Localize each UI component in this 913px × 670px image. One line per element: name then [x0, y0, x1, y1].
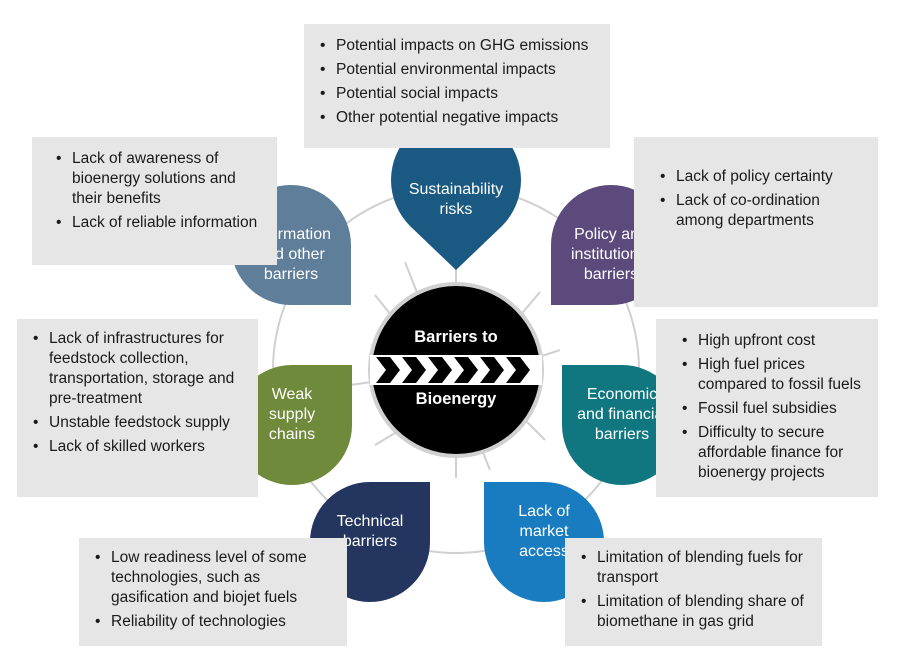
bullet-list: High upfront cost High fuel prices compa…: [678, 331, 872, 483]
box-technical: Low readiness level of some technologies…: [79, 538, 347, 646]
bullet-item: Potential social impacts: [316, 84, 600, 104]
bullet-list: Lack of policy certainty Lack of co-ordi…: [656, 167, 868, 231]
bullet-item: Low readiness level of some technologies…: [91, 548, 339, 608]
petal-label-sustainability: Sustainability risks: [391, 170, 521, 230]
bullet-item: Potential impacts on GHG emissions: [316, 36, 600, 56]
box-information: Lack of awareness of bioenergy solutions…: [32, 137, 277, 265]
petal-sustainability: [391, 115, 521, 271]
bullet-item: Reliability of technologies: [91, 612, 339, 632]
bullet-item: Limitation of blending share of biometha…: [577, 592, 814, 632]
petal-label-text: Lack of market access: [518, 503, 570, 560]
petal-supply: [232, 365, 352, 485]
bullet-item: Other potential negative impacts: [316, 108, 600, 128]
box-economic: High upfront cost High fuel prices compa…: [656, 319, 878, 497]
petal-label-economic: Economic and financial barriers: [562, 385, 682, 445]
bullet-item: Lack of skilled workers: [29, 437, 250, 457]
bullet-list: Potential impacts on GHG emissions Poten…: [316, 36, 600, 128]
bullet-item: Difficulty to secure affordable finance …: [678, 423, 872, 483]
bullet-item: Limitation of blending fuels for transpo…: [577, 548, 814, 588]
bullet-list: Limitation of blending fuels for transpo…: [577, 548, 814, 632]
petal-label-text: Sustainability risks: [408, 181, 504, 218]
bullet-item: Unstable feedstock supply: [29, 413, 250, 433]
bullet-item: High upfront cost: [678, 331, 872, 351]
bullet-item: Potential environmental impacts: [316, 60, 600, 80]
bullet-item: High fuel prices compared to fossil fuel…: [678, 355, 872, 395]
petal-label-market: Lack of market access: [484, 502, 604, 562]
petal-label-text: Economic and financial barriers: [577, 386, 667, 443]
petal-label-supply: Weak supply chains: [232, 385, 352, 445]
petal-economic: [562, 365, 682, 485]
chevron-arrows-icon: [376, 357, 530, 383]
petal-label-text: Weak supply chains: [268, 386, 316, 443]
box-policy: Lack of policy certainty Lack of co-ordi…: [634, 137, 878, 307]
box-sustainability: Potential impacts on GHG emissions Poten…: [304, 24, 610, 148]
center-title-bottom: Bioenergy: [415, 390, 497, 408]
box-market: Limitation of blending fuels for transpo…: [565, 538, 822, 646]
bullet-item: Lack of awareness of bioenergy solutions…: [52, 149, 265, 209]
bullet-list: Low readiness level of some technologies…: [91, 548, 339, 632]
petal-label-text: Technical barriers: [336, 513, 404, 550]
box-supply: Lack of infrastructures for feedstock co…: [17, 319, 258, 497]
bullet-item: Lack of reliable information: [52, 213, 265, 233]
petal-label-technical: Technical barriers: [310, 502, 430, 562]
bullet-item: Lack of infrastructures for feedstock co…: [29, 329, 250, 409]
bullet-list: Lack of infrastructures for feedstock co…: [29, 329, 250, 457]
bullet-item: Lack of co-ordination among departments: [656, 191, 868, 231]
bullet-item: Lack of policy certainty: [656, 167, 868, 187]
bullet-list: Lack of awareness of bioenergy solutions…: [52, 149, 265, 233]
center-title-top: Barriers to: [414, 328, 498, 346]
bullet-item: Fossil fuel subsidies: [678, 399, 872, 419]
